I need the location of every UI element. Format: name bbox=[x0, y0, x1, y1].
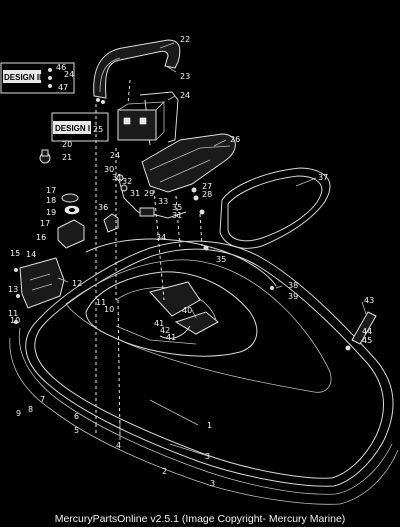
callout-42: 42 bbox=[160, 326, 170, 335]
callout-21: 21 bbox=[62, 153, 72, 162]
callout-10b: 10 bbox=[10, 316, 20, 325]
assembly-lines bbox=[95, 79, 203, 441]
callout-23: 23 bbox=[180, 72, 190, 81]
fitting-20-21 bbox=[39, 149, 51, 164]
cable-38-39 bbox=[85, 238, 277, 287]
design-ii-label: DESIGN II bbox=[4, 73, 41, 82]
callout-11a: 11 bbox=[96, 298, 106, 307]
callout-24c: 24 bbox=[110, 151, 120, 160]
callout-31a: 31 bbox=[112, 173, 122, 182]
callout-7: 7 bbox=[40, 395, 45, 404]
callout-20: 20 bbox=[62, 140, 72, 149]
grommets-17-19 bbox=[61, 193, 80, 215]
design-i-label: DESIGN I bbox=[55, 124, 90, 133]
callout-26: 26 bbox=[230, 135, 240, 144]
hose-43 bbox=[351, 311, 377, 345]
callout-17b: 17 bbox=[40, 219, 50, 228]
callout-9: 9 bbox=[16, 409, 21, 418]
callout-16: 16 bbox=[36, 233, 46, 242]
callout-24b: 24 bbox=[180, 91, 190, 100]
callout-24a: 24 bbox=[64, 70, 74, 79]
callout-22: 22 bbox=[180, 35, 190, 44]
vent-block bbox=[57, 219, 85, 249]
callout-35b: 35 bbox=[216, 255, 226, 264]
copyright-footer: MercuryPartsOnline v2.5.1 (Image Copyrig… bbox=[54, 513, 346, 525]
callout-27: 27 bbox=[202, 182, 212, 191]
callout-38: 38 bbox=[288, 281, 298, 290]
callout-46: 46 bbox=[56, 63, 66, 72]
callout-2: 2 bbox=[162, 467, 167, 476]
callout-30: 30 bbox=[104, 165, 114, 174]
callout-10a: 10 bbox=[104, 305, 114, 314]
callout-1: 1 bbox=[207, 421, 212, 430]
callout-41a: 41 bbox=[154, 319, 164, 328]
callout-44: 44 bbox=[362, 327, 372, 336]
bracket-36 bbox=[103, 213, 119, 233]
callout-25: 25 bbox=[93, 125, 103, 134]
design-ii-inset: DESIGN II bbox=[0, 62, 75, 94]
callout-12: 12 bbox=[72, 279, 82, 288]
callout-47: 47 bbox=[58, 83, 68, 92]
front-plate-40 bbox=[159, 311, 219, 339]
callout-34: 34 bbox=[156, 233, 166, 242]
leader-lines bbox=[57, 42, 367, 457]
cockpit bbox=[85, 271, 258, 357]
callout-11b: 11 bbox=[8, 309, 18, 318]
callout-3a: 3 bbox=[205, 452, 210, 461]
callout-18: 18 bbox=[46, 196, 56, 205]
harness-30-35 bbox=[116, 174, 209, 251]
side-panel bbox=[14, 257, 65, 324]
callout-31c: 31 bbox=[172, 211, 182, 220]
callout-5: 5 bbox=[74, 426, 79, 435]
callout-6: 6 bbox=[74, 412, 79, 421]
callout-17a: 17 bbox=[46, 186, 56, 195]
callout-13: 13 bbox=[8, 285, 18, 294]
callout-43: 43 bbox=[364, 296, 374, 305]
grab-handle bbox=[93, 39, 181, 104]
callout-36: 36 bbox=[98, 203, 108, 212]
callout-37: 37 bbox=[318, 173, 328, 182]
battery-assembly bbox=[117, 91, 179, 146]
hull-deck bbox=[9, 240, 399, 505]
callout-32: 32 bbox=[122, 177, 132, 186]
callout-4: 4 bbox=[116, 441, 121, 450]
callout-29: 29 bbox=[144, 189, 154, 198]
callout-28: 28 bbox=[202, 190, 212, 199]
callout-8: 8 bbox=[28, 405, 33, 414]
callout-19: 19 bbox=[46, 208, 56, 217]
callout-3b: 3 bbox=[210, 479, 215, 488]
design-i-inset: DESIGN I bbox=[51, 112, 109, 142]
callout-41b: 41 bbox=[166, 333, 176, 342]
seat-cover bbox=[141, 133, 236, 193]
gasket bbox=[219, 167, 331, 249]
callout-31b: 31 bbox=[130, 189, 140, 198]
callout-14: 14 bbox=[26, 250, 36, 259]
callout-35a: 35 bbox=[172, 203, 182, 212]
callout-15: 15 bbox=[10, 249, 20, 258]
callout-33: 33 bbox=[158, 197, 168, 206]
callout-40: 40 bbox=[182, 306, 192, 315]
callout-numbers: 1 2 3 3 4 5 6 7 8 9 10 10 11 11 12 13 14… bbox=[8, 35, 374, 488]
callout-39: 39 bbox=[288, 292, 298, 301]
callout-45: 45 bbox=[362, 336, 372, 345]
